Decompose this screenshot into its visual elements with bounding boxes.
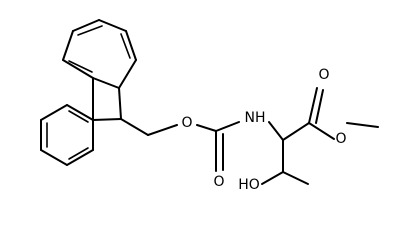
bond <box>66 104 94 121</box>
bond <box>346 122 379 128</box>
bond <box>118 87 122 120</box>
bond <box>92 118 122 121</box>
hydroxyl-label: HO <box>238 177 260 193</box>
bond <box>125 30 137 61</box>
bond <box>215 121 240 132</box>
amide-nh-label: NH <box>245 110 266 126</box>
fmoc-linker <box>120 118 240 172</box>
bond <box>40 104 68 121</box>
bond <box>120 118 149 136</box>
bond <box>72 19 100 32</box>
double-bond <box>68 147 89 160</box>
ether-oxygen-label: O <box>181 115 192 131</box>
bond <box>118 59 137 89</box>
bond <box>261 171 284 185</box>
ester-methoxy-oxygen-label: O <box>335 131 346 147</box>
bond <box>66 149 94 166</box>
double-bond <box>120 33 131 59</box>
bond <box>315 89 324 124</box>
bond <box>268 121 284 141</box>
double-bond <box>68 60 93 73</box>
bond <box>282 122 310 141</box>
chemical-structure-diagram: O O NH O O HO <box>40 19 379 193</box>
ester-carbonyl-oxygen-label: O <box>318 67 329 83</box>
double-bond <box>77 25 103 36</box>
bond <box>92 77 120 89</box>
bond <box>282 171 309 185</box>
bond <box>62 30 74 61</box>
bond <box>40 149 68 166</box>
bond <box>196 124 217 132</box>
fluorene-right-ring <box>62 19 137 89</box>
bond <box>308 87 318 124</box>
carbamate-oxygen-label: O <box>213 174 224 190</box>
threonine-backbone <box>261 87 379 185</box>
bond <box>308 122 335 140</box>
fluorene-left-ring <box>40 104 94 166</box>
bond <box>98 19 127 32</box>
bond <box>62 59 94 79</box>
fluorene-center-ring <box>92 77 122 121</box>
double-bond <box>68 110 89 123</box>
molecule-svg: O O NH O O HO <box>40 19 379 193</box>
bond <box>147 124 178 136</box>
